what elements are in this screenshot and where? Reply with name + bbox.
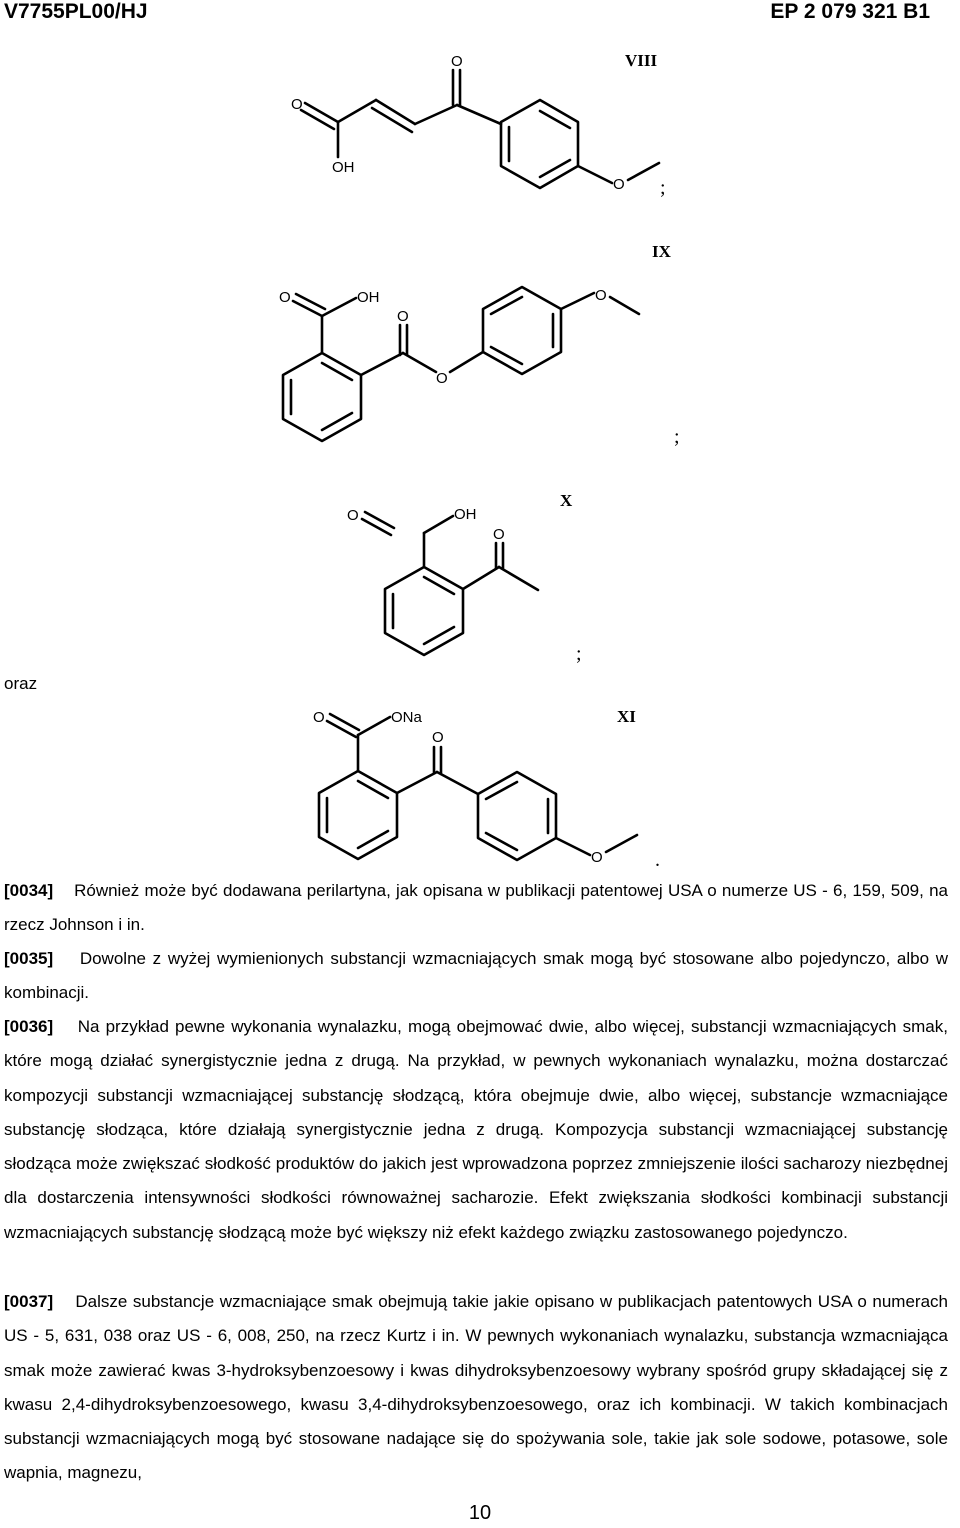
document-id: V7755PL00/HJ	[4, 0, 148, 23]
atom-label: O	[397, 308, 409, 325]
structure-viii: VIII O O OH O ;	[291, 51, 666, 199]
structure-label-x: X	[560, 491, 573, 510]
atom-label: OH	[454, 506, 477, 523]
structure-ix: IX O OH O O O ;	[279, 242, 680, 448]
atom-label: O	[595, 287, 607, 304]
paragraph-number: [0034]	[4, 881, 54, 900]
atom-label: O	[291, 96, 303, 113]
paragraph-number: [0036]	[4, 1017, 54, 1036]
paragraph-0036: [0036] Na przykład pewne wykonania wynal…	[4, 1010, 948, 1250]
atom-label: ONa	[391, 709, 423, 726]
paragraph-text: Na przykład pewne wykonania wynalazku, m…	[4, 1017, 948, 1242]
paragraph-0037: [0037] Dalsze substancje wzmacniające sm…	[4, 1285, 948, 1491]
atom-label: O	[279, 289, 291, 306]
paragraph-number: [0037]	[4, 1292, 54, 1311]
structure-label-xi: XI	[617, 707, 636, 726]
atom-label: O	[347, 507, 359, 524]
atom-label: OH	[357, 289, 380, 306]
atom-label: O	[436, 370, 448, 387]
structure-separator: ;	[660, 177, 666, 199]
structure-label-ix: IX	[652, 242, 672, 261]
structure-xi: XI O ONa O O .	[313, 707, 660, 871]
paragraph-0034: [0034] Również może być dodawana perilar…	[4, 874, 948, 943]
structure-separator: .	[655, 849, 660, 871]
structure-separator: ;	[674, 426, 680, 448]
structure-label-viii: VIII	[625, 51, 658, 70]
atom-label: O	[613, 176, 625, 193]
structure-x: X O OH O ;	[347, 491, 582, 665]
paragraph-text: Dalsze substancje wzmacniające smak obej…	[4, 1292, 948, 1483]
paragraph-0035: [0035] Dowolne z wyżej wymienionych subs…	[4, 942, 948, 1011]
structure-separator: ;	[576, 643, 582, 665]
chemical-structures-figure: VIII O O OH O ; IX O OH	[279, 51, 680, 871]
paragraph-text: Dowolne z wyżej wymienionych substancji …	[4, 949, 948, 1003]
atom-label: O	[313, 709, 325, 726]
atom-label: OH	[332, 159, 355, 176]
paragraph-text: Również może być dodawana perilartyna, j…	[4, 881, 948, 935]
page-number: 10	[468, 1502, 492, 1524]
paragraph-number: [0035]	[4, 949, 54, 968]
atom-label: O	[451, 53, 463, 70]
patent-number: EP 2 079 321 B1	[770, 0, 930, 23]
oraz-text: oraz	[4, 674, 38, 693]
atom-label: O	[432, 729, 444, 746]
atom-label: O	[493, 526, 505, 543]
atom-label: O	[591, 849, 603, 866]
